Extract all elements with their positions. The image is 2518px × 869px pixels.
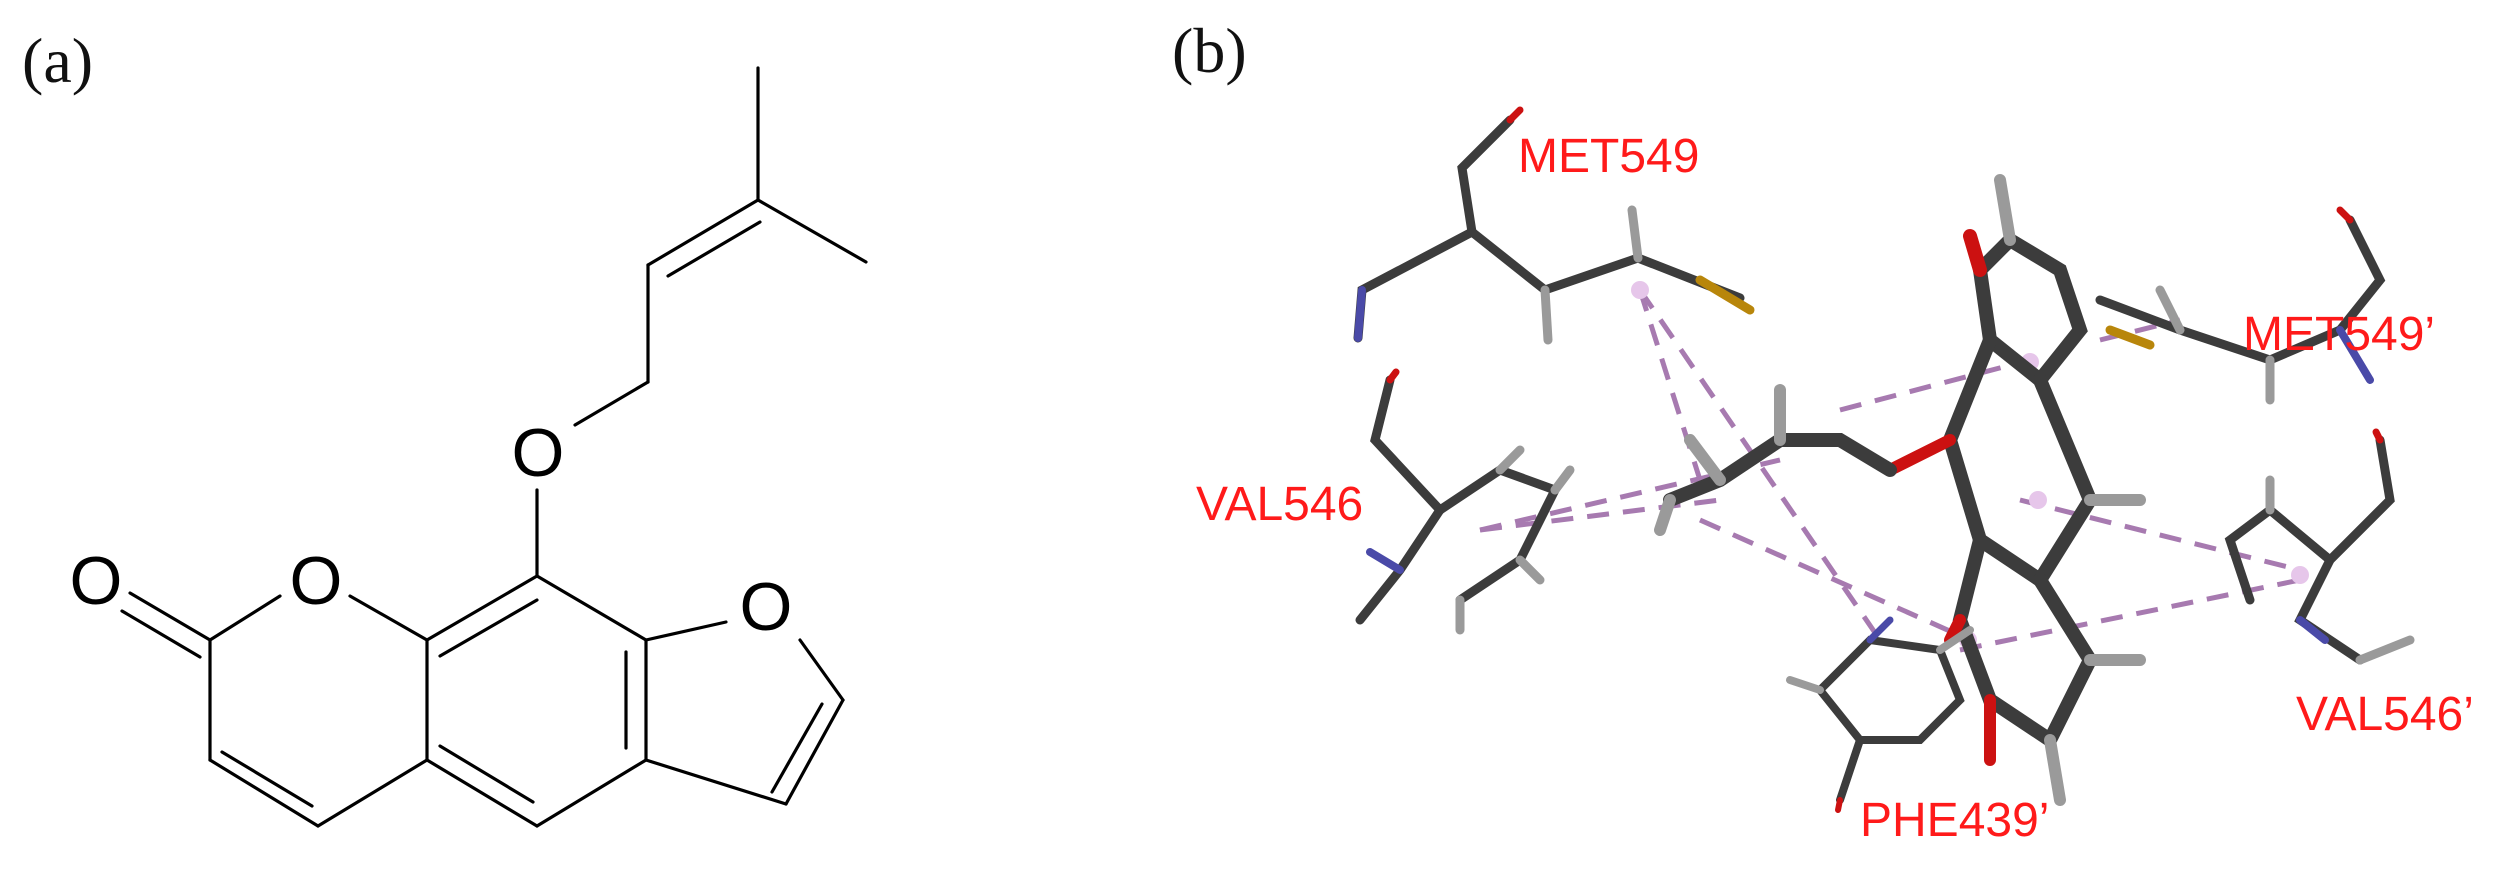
residue-label-phe439p: PHE439’ bbox=[1860, 794, 2049, 847]
panel-label-a: (a) bbox=[22, 25, 94, 96]
residue-label-val546p: VAL546’ bbox=[2296, 688, 2474, 741]
bond bbox=[756, 198, 868, 264]
bond bbox=[770, 702, 824, 794]
residue-val546p-sticks bbox=[2224, 428, 2415, 665]
bond bbox=[348, 594, 429, 642]
bond bbox=[644, 620, 728, 642]
bond bbox=[316, 758, 429, 828]
panel-a-structure: (a) bbox=[0, 0, 1100, 869]
atom-oxygen-furan: O bbox=[740, 569, 793, 645]
bond bbox=[128, 591, 212, 642]
residue-label-val546: VAL546 bbox=[1196, 478, 1363, 531]
bond bbox=[425, 758, 539, 828]
bond bbox=[438, 598, 539, 658]
bond bbox=[535, 574, 648, 642]
bond bbox=[535, 758, 648, 828]
bond bbox=[220, 750, 314, 808]
bond bbox=[208, 594, 282, 642]
residue-phe439p-sticks bbox=[1786, 616, 1974, 813]
bond bbox=[666, 220, 762, 278]
bond bbox=[798, 638, 845, 702]
residue-met549p-sticks bbox=[2095, 206, 2386, 405]
atom-oxygen-carbonyl: O bbox=[70, 543, 123, 619]
bond bbox=[784, 698, 845, 806]
residue-val546-sticks bbox=[1355, 368, 1575, 635]
bond bbox=[573, 380, 650, 427]
panel-b-docking: (b) bbox=[1100, 0, 2518, 869]
bond bbox=[438, 744, 535, 804]
residue-label-met549: MET549 bbox=[1518, 130, 1699, 183]
bond bbox=[646, 198, 760, 267]
ligand-sticks bbox=[1654, 174, 2146, 806]
bond bbox=[425, 574, 539, 642]
atom-oxygen-lactone: O bbox=[290, 543, 343, 619]
bond bbox=[208, 758, 320, 828]
bond bbox=[120, 609, 202, 659]
bond bbox=[644, 758, 788, 806]
chemical-structure: O O O O bbox=[70, 66, 868, 828]
panel-label-b: (b) bbox=[1172, 15, 1247, 86]
residue-met549-sticks bbox=[1353, 106, 1755, 345]
atom-oxygen-ether: O bbox=[512, 415, 565, 491]
docking-render: MET549 MET549’ VAL546 VAL546’ PHE439’ bbox=[1196, 106, 2474, 847]
residue-label-met549p: MET549’ bbox=[2243, 308, 2435, 361]
